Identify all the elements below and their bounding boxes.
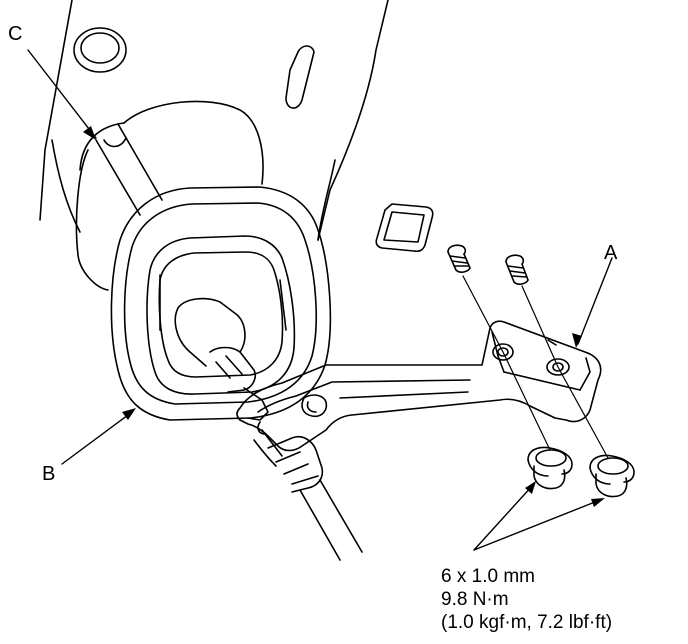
callout-label-c: C: [8, 23, 23, 45]
leader-lines: [27, 49, 613, 551]
bracket-a: [236, 320, 602, 452]
leader-c: [27, 49, 97, 139]
leader-spec-left: [473, 484, 534, 551]
transmission-housing: [39, 0, 434, 253]
assembly-lines: [462, 275, 609, 459]
arrow-a: [572, 333, 582, 348]
leader-spec-right: [473, 499, 601, 551]
arrow-spec-right: [591, 498, 605, 507]
bolt-size-text: 6 x 1.0 mm: [441, 566, 535, 587]
flange-nut-right: [589, 454, 635, 498]
torque-spec: 6 x 1.0 mm 9.8 N·m (1.0 kgf·m, 7.2 lbf·f…: [441, 565, 612, 634]
cable-c: [95, 123, 163, 216]
stud-left: [447, 244, 471, 273]
callout-label-a: A: [604, 242, 618, 264]
grommet-b: [75, 100, 332, 421]
arrow-b: [122, 408, 136, 420]
leader-a: [577, 257, 613, 345]
stud-right: [505, 254, 529, 285]
cable-end: [243, 387, 363, 561]
callout-label-b: B: [42, 463, 56, 485]
torque-alt-text: (1.0 kgf·m, 7.2 lbf·ft): [441, 612, 613, 633]
torque-nm-text: 9.8 N·m: [441, 589, 509, 610]
leader-b: [61, 411, 133, 465]
arrow-spec-left: [525, 481, 536, 494]
flange-nut-left: [527, 446, 573, 490]
arrowheads: [83, 126, 605, 507]
arrow-c: [83, 126, 96, 140]
